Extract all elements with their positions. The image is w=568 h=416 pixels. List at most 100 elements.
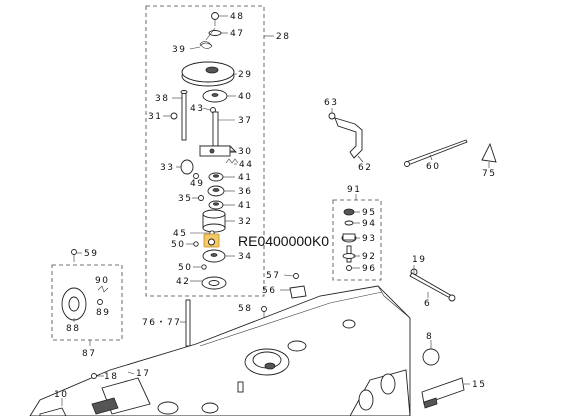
part-plate-15[interactable] bbox=[421, 377, 465, 409]
label-50b: 50 bbox=[178, 263, 192, 273]
label-63: 63 bbox=[324, 98, 338, 108]
label-62: 62 bbox=[358, 163, 372, 173]
label-35: 35 bbox=[178, 194, 192, 204]
part-collar-41a[interactable] bbox=[208, 172, 224, 182]
part-ring-36[interactable] bbox=[207, 185, 225, 197]
label-75: 75 bbox=[482, 169, 496, 179]
label-40: 40 bbox=[238, 92, 252, 102]
part-screw-57[interactable] bbox=[293, 273, 299, 279]
callout-labels: 48 47 28 39 29 38 40 43 31 37 30 44 33 4… bbox=[54, 12, 496, 400]
part-plate-75[interactable] bbox=[481, 142, 497, 163]
part-screw-96[interactable] bbox=[346, 265, 352, 271]
label-42: 42 bbox=[176, 277, 190, 287]
part-rod-60[interactable] bbox=[404, 139, 468, 167]
label-50a: 50 bbox=[171, 240, 185, 250]
highlighted-part[interactable] bbox=[203, 233, 220, 248]
part-screw-50b[interactable] bbox=[201, 264, 207, 270]
label-30: 30 bbox=[238, 147, 252, 157]
label-89: 89 bbox=[96, 308, 110, 318]
part-spring-44[interactable] bbox=[225, 158, 239, 164]
part-plate-88[interactable] bbox=[61, 287, 87, 321]
label-48: 48 bbox=[230, 12, 244, 22]
label-19: 19 bbox=[412, 255, 426, 265]
part-disc-34[interactable] bbox=[202, 249, 226, 263]
part-disc-40[interactable] bbox=[202, 89, 228, 103]
label-58: 58 bbox=[238, 304, 252, 314]
label-44: 44 bbox=[239, 160, 253, 170]
part-screw-18[interactable] bbox=[91, 373, 97, 379]
label-31: 31 bbox=[148, 112, 162, 122]
label-76-77: 76・77 bbox=[142, 318, 181, 328]
part-block-30[interactable] bbox=[198, 145, 238, 157]
label-96: 96 bbox=[362, 264, 376, 274]
part-rod-6[interactable] bbox=[409, 272, 456, 302]
label-29: 29 bbox=[238, 70, 252, 80]
part-washer-47[interactable] bbox=[208, 30, 222, 36]
label-92: 92 bbox=[362, 252, 376, 262]
label-18: 18 bbox=[104, 372, 118, 382]
part-washer-94[interactable] bbox=[344, 220, 354, 226]
highlight-code: RE0400000K0 bbox=[238, 233, 329, 249]
part-screw-48[interactable] bbox=[211, 12, 219, 27]
label-41a: 41 bbox=[238, 173, 252, 183]
part-screw-59[interactable] bbox=[71, 249, 77, 263]
label-41b: 41 bbox=[238, 201, 252, 211]
part-stud-92[interactable] bbox=[342, 245, 356, 263]
label-33: 33 bbox=[160, 163, 174, 173]
part-spring-90[interactable] bbox=[97, 285, 109, 293]
group-box-91 bbox=[332, 199, 382, 281]
group-box-28 bbox=[145, 5, 265, 297]
part-plate-17[interactable] bbox=[91, 377, 151, 415]
label-36: 36 bbox=[238, 187, 252, 197]
part-washer-42[interactable] bbox=[201, 276, 227, 290]
part-screw-50a[interactable] bbox=[193, 241, 199, 247]
part-rod-38[interactable] bbox=[180, 90, 188, 141]
part-plate-10[interactable] bbox=[39, 407, 67, 416]
label-15: 15 bbox=[472, 380, 486, 390]
part-guide-93[interactable] bbox=[341, 233, 357, 243]
part-collar-41b[interactable] bbox=[208, 200, 224, 210]
label-8: 8 bbox=[426, 332, 433, 342]
label-45: 45 bbox=[173, 229, 187, 239]
label-34: 34 bbox=[238, 252, 252, 262]
label-56: 56 bbox=[262, 286, 276, 296]
part-screw-89[interactable] bbox=[97, 299, 103, 305]
label-57: 57 bbox=[266, 271, 280, 281]
label-32: 32 bbox=[238, 217, 252, 227]
label-95: 95 bbox=[362, 208, 376, 218]
label-59: 59 bbox=[84, 249, 98, 259]
label-17: 17 bbox=[136, 369, 150, 379]
part-screw-63[interactable] bbox=[328, 112, 336, 120]
part-bushing-33[interactable] bbox=[180, 159, 194, 175]
label-60: 60 bbox=[426, 162, 440, 172]
part-spring-39[interactable] bbox=[199, 27, 216, 49]
part-screw-31[interactable] bbox=[170, 112, 178, 120]
label-10: 10 bbox=[54, 390, 68, 400]
label-28: 28 bbox=[276, 32, 290, 42]
part-bracket-62[interactable] bbox=[334, 117, 363, 159]
label-38: 38 bbox=[155, 94, 169, 104]
label-49: 49 bbox=[190, 179, 204, 189]
label-94: 94 bbox=[362, 219, 376, 229]
group-box-87 bbox=[51, 264, 123, 341]
part-screw-49[interactable] bbox=[193, 173, 199, 179]
label-43: 43 bbox=[190, 104, 204, 114]
part-cylinder-32[interactable] bbox=[202, 209, 226, 233]
label-47: 47 bbox=[230, 29, 244, 39]
part-cam-29[interactable] bbox=[181, 61, 235, 87]
label-87: 87 bbox=[82, 349, 96, 359]
label-91: 91 bbox=[347, 185, 361, 195]
label-6: 6 bbox=[424, 299, 431, 309]
label-88: 88 bbox=[66, 324, 80, 334]
label-37: 37 bbox=[238, 116, 252, 126]
part-nut-95[interactable] bbox=[343, 208, 355, 216]
label-39: 39 bbox=[172, 45, 186, 55]
part-rod-76-77[interactable] bbox=[185, 299, 191, 347]
part-shaft-37[interactable] bbox=[212, 111, 219, 147]
part-pin-35[interactable] bbox=[198, 195, 204, 201]
part-plate-56[interactable] bbox=[289, 285, 307, 299]
label-90: 90 bbox=[95, 276, 109, 286]
part-plate-8[interactable] bbox=[422, 348, 440, 366]
label-93: 93 bbox=[362, 234, 376, 244]
